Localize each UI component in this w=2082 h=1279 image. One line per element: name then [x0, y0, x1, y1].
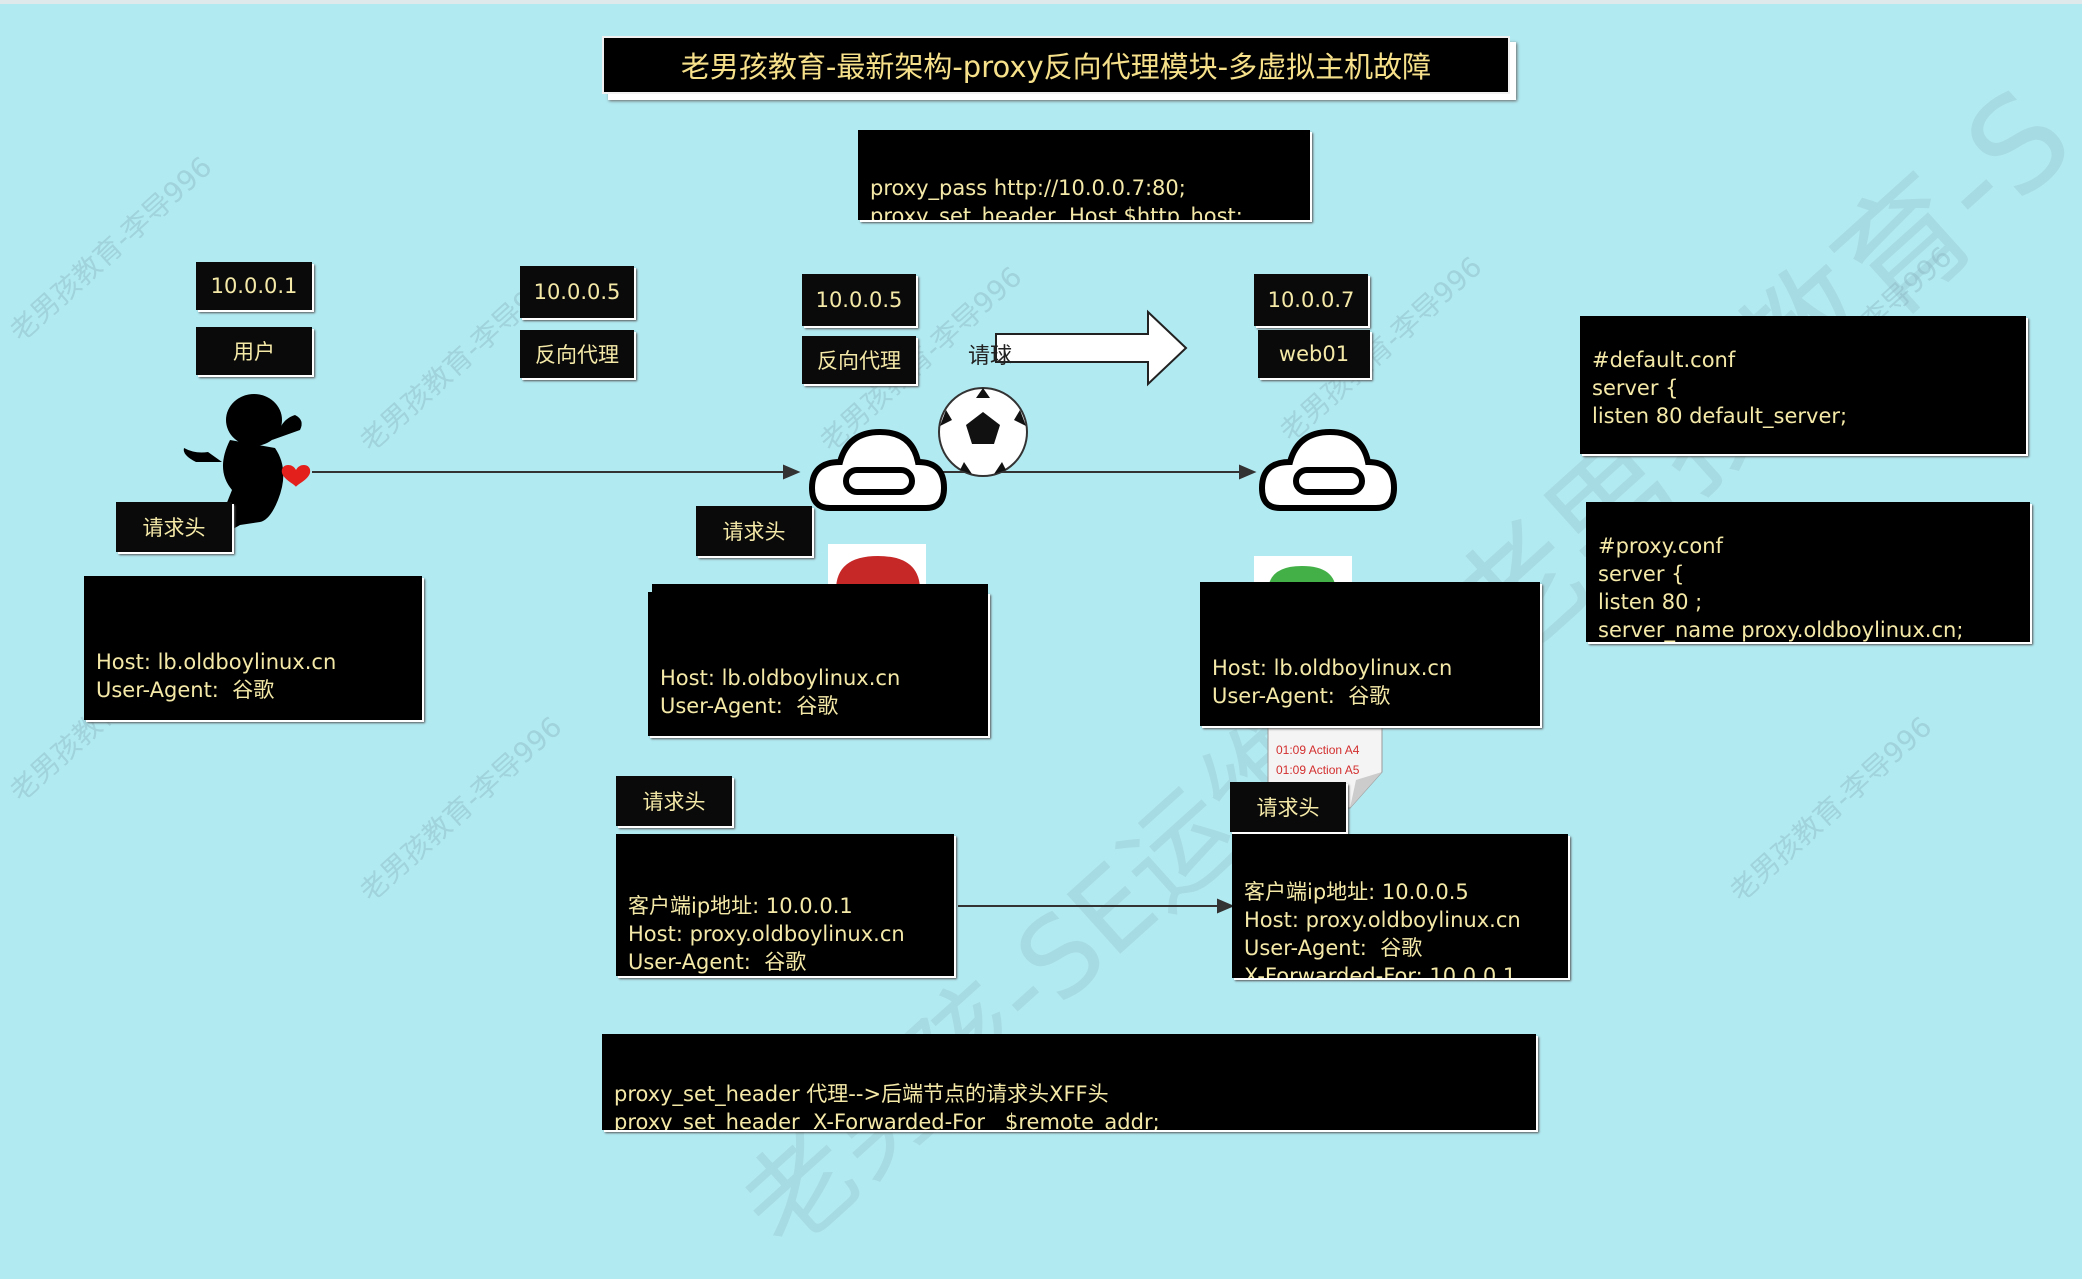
config-line: #proxy.conf [1598, 534, 1723, 558]
code-line: proxy_pass http://10.0.0.7:80; [870, 176, 1186, 200]
proxy-a-ip-label: 10.0.0.5 [520, 266, 634, 318]
header-line: User-Agent: 谷歌 [660, 694, 839, 718]
config-line: server { [1598, 562, 1685, 586]
arrow-label: 请球 [968, 344, 1013, 369]
soccer-ball-icon [938, 387, 1028, 477]
bottom-xff-box: proxy_set_header 代理-->后端节点的请求头XFF头 proxy… [602, 1034, 1536, 1130]
code-line: proxy_set_header X-Forwarded-For $remote… [614, 1110, 1160, 1130]
header-line: 客户端ip地址: 10.0.0.1 [628, 894, 853, 918]
header-line: User-Agent: 谷歌 [628, 950, 807, 974]
log-line: 01:09 Action A4 [1276, 743, 1360, 757]
header-line: Host: proxy.oldboylinux.cn [628, 922, 905, 946]
header-line: X-Forwarded-For: 10.0.0.1 [1244, 964, 1517, 978]
web-role-label: web01 [1258, 330, 1370, 378]
log-line: 01:09 Action A5 [1276, 763, 1360, 777]
user-ip-label: 10.0.0.1 [196, 262, 312, 310]
config-line: #default.conf [1592, 348, 1736, 372]
web-in-header-box: 客户端ip地址: 10.0.0.5 Host: proxy.oldboylinu… [1232, 834, 1568, 978]
header-line: User-Agent: 谷歌 [96, 678, 275, 702]
cloud-router-icon [1258, 428, 1398, 511]
page-title: 老男孩教育-最新架构-proxy反向代理模块-多虚拟主机故障 [602, 36, 1510, 94]
red-status-icon [828, 544, 926, 590]
proxy-a-role-label: 反向代理 [520, 330, 634, 378]
request-header-label: 请求头 [116, 502, 232, 552]
default-conf-box: #default.conf server { listen 80 default… [1580, 316, 2026, 454]
proxy-b-ip-label: 10.0.0.5 [802, 274, 916, 326]
user-header-box: Host: lb.oldboylinux.cn User-Agent: 谷歌 [84, 576, 422, 720]
proxy-out-header-box: 客户端ip地址: 10.0.0.1 Host: proxy.oldboylinu… [616, 834, 954, 976]
top-border [0, 0, 2082, 4]
heart-icon [281, 464, 311, 487]
request-header-label: 请求头 [696, 506, 812, 556]
header-line: Host: lb.oldboylinux.cn [96, 650, 337, 674]
config-line: server_name proxy.oldboylinux.cn; [1598, 618, 1964, 642]
config-line: server { [1592, 376, 1679, 400]
header-line: 客户端ip地址: 10.0.0.5 [1244, 880, 1469, 904]
cloud-router-icon [808, 428, 948, 511]
request-header-label: 请求头 [616, 776, 732, 826]
request-header-label: 请求头 [1230, 782, 1346, 832]
code-line: proxy_set_header 代理-->后端节点的请求头XFF头 [614, 1082, 1109, 1106]
user-role-label: 用户 [196, 327, 312, 375]
user-silhouette [183, 394, 302, 532]
header-line: User-Agent: 谷歌 [1212, 684, 1391, 708]
proxy-pass-box: proxy_pass http://10.0.0.7:80; proxy_set… [858, 130, 1310, 220]
config-line: listen 80 ; [1598, 590, 1703, 614]
header-line: Host: lb.oldboylinux.cn [660, 666, 901, 690]
diagram-drawing: 01:09 Action A4 01:09 Action A5 [183, 309, 1398, 914]
header-line: User-Agent: 谷歌 [1244, 936, 1423, 960]
proxy-b-role-label: 反向代理 [802, 336, 916, 384]
request-arrow [995, 309, 1188, 387]
header-line: Host: proxy.oldboylinux.cn [1244, 908, 1521, 932]
header-line: Host: lb.oldboylinux.cn [1212, 656, 1453, 680]
proxy-conf-box: #proxy.conf server { listen 80 ; server_… [1586, 502, 2030, 642]
proxy-header-box: Host: lb.oldboylinux.cn User-Agent: 谷歌 [648, 592, 988, 736]
code-line: proxy_set_header Host $http_host; [870, 204, 1243, 220]
config-line: listen 80 default_server; [1592, 404, 1848, 428]
web-header-box: Host: lb.oldboylinux.cn User-Agent: 谷歌 [1200, 582, 1540, 726]
web-ip-label: 10.0.0.7 [1254, 274, 1368, 326]
